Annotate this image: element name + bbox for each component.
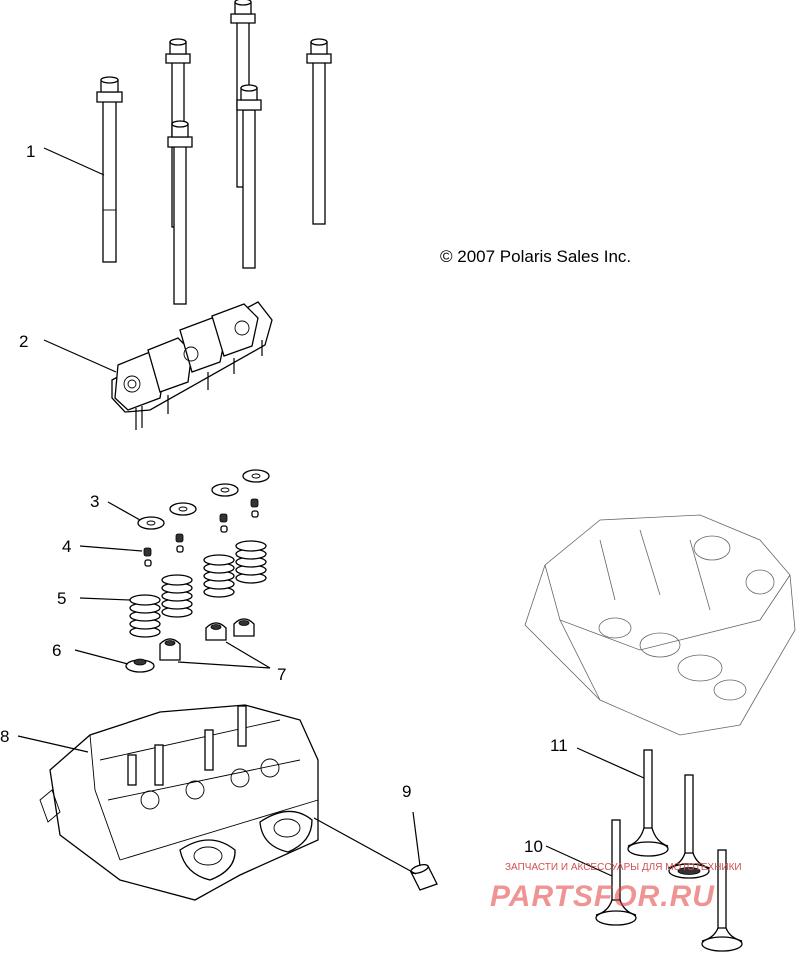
watermark-logo: PARTSFOR.RU <box>490 880 715 913</box>
watermark-top-line: ЗАПЧАСТИ И АКСЕССУАРЫ ДЛЯ МОТОТЕХНИКИ <box>505 862 742 873</box>
cylinder-head-icon <box>39 704 319 901</box>
valve-spring-retainer-icon <box>137 469 270 530</box>
leader-lines <box>17 147 645 877</box>
callout-1: 1 <box>26 142 35 161</box>
callout-2: 2 <box>19 332 28 351</box>
valve-stem-seal-icon <box>159 618 255 661</box>
rocker-arm-assembly-icon <box>111 301 273 430</box>
callout-11: 11 <box>550 736 568 755</box>
intake-valve-icon <box>627 749 711 879</box>
valve-keeper-icon <box>143 498 259 567</box>
dowel-pin-icon <box>410 864 438 891</box>
callout-10: 10 <box>524 837 543 856</box>
copyright-text: © 2007 Polaris Sales Inc. <box>440 247 631 266</box>
callout-labels: 1 2 3 4 5 6 7 8 9 10 11 <box>0 142 568 856</box>
exhaust-valve-icon <box>595 819 743 952</box>
spring-seat-icon <box>125 658 155 673</box>
head-bolt-icon <box>96 0 332 305</box>
callout-7: 7 <box>277 665 286 684</box>
callout-5: 5 <box>57 589 66 608</box>
callout-8: 8 <box>0 727 9 746</box>
valve-spring-icon <box>129 540 267 638</box>
callout-3: 3 <box>90 492 99 511</box>
watermark: ЗАПЧАСТИ И АКСЕССУАРЫ ДЛЯ МОТОТЕХНИКИ PA… <box>490 862 742 913</box>
callout-9: 9 <box>402 782 411 801</box>
callout-4: 4 <box>62 537 71 556</box>
callout-6: 6 <box>52 641 61 660</box>
engine-block-outline <box>524 514 796 736</box>
